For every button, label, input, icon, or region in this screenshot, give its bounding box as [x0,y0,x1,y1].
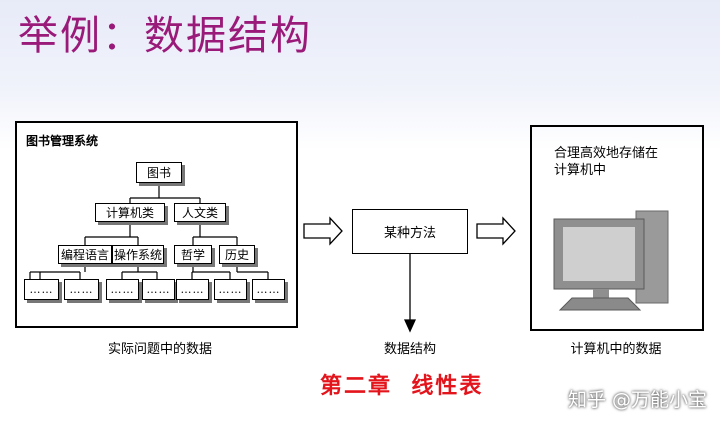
tree-leaf: …… [24,279,59,300]
computer-illustration [553,210,669,311]
tree-leaf: …… [214,279,247,300]
caption-real-world-data: 实际问题中的数据 [107,342,212,357]
tree-leaf: …… [252,279,285,300]
tree-leaf: …… [142,279,175,300]
library-system-label: 图书管理系统 [26,134,99,148]
caption-computer-data: 计算机中的数据 [570,342,662,357]
tree-node-history: 历史 [219,245,255,264]
tree-leaf: …… [106,279,139,300]
tree-node-programming-languages: 编程语言 [58,245,112,264]
tree-leaf: …… [64,279,99,300]
watermark: 知乎 @万能小宝 [568,389,708,411]
tree-node-computer-category: 计算机类 [95,203,165,222]
arrow-to-computer [476,216,516,246]
tree-node-operating-systems: 操作系统 [112,245,164,264]
arrow-to-data-structure [403,319,417,333]
method-box-label: 某种方法 [383,226,436,241]
arrow-to-method [303,216,343,246]
tree-node-root: 图书 [136,162,182,183]
computer-panel: 合理高效地存储在 计算机中 [530,125,704,331]
computer-panel-label: 合理高效地存储在 计算机中 [554,146,659,178]
method-box: 某种方法 [352,209,468,254]
tree-leaf: …… [176,279,209,300]
tree-node-philosophy: 哲学 [174,245,212,264]
slide-title: 举例：数据结构 [18,13,312,59]
tree-node-humanities-category: 人文类 [174,203,226,222]
chapter-title: 第二章 线性表 [320,373,484,399]
caption-data-structure: 数据结构 [383,342,436,357]
